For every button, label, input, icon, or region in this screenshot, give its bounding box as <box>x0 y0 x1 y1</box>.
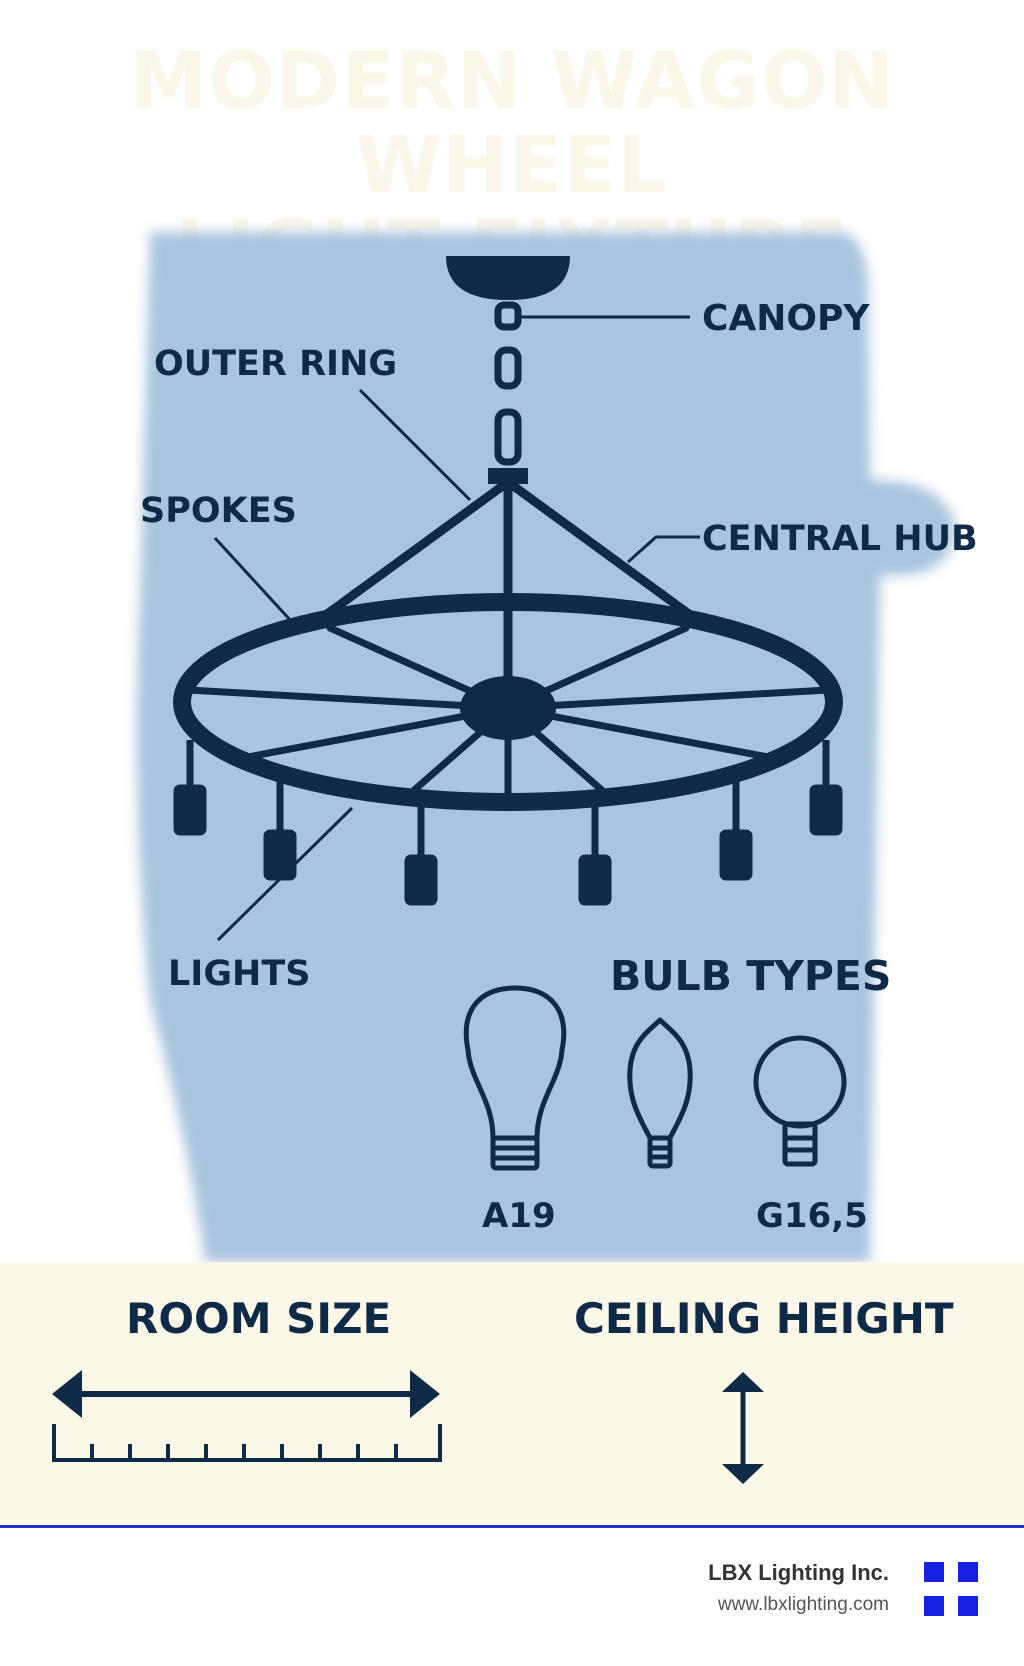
brand-name: LBX Lighting Inc. <box>708 1560 889 1585</box>
title-line-1: MODERN WAGON WHEEL <box>129 37 895 211</box>
lights <box>173 740 843 906</box>
room-size-label: ROOM SIZE <box>126 1294 392 1343</box>
bulb-types-heading: BULB TYPES <box>610 952 891 1000</box>
ceiling-height-arrow-icon <box>722 1372 764 1484</box>
diagram-background <box>136 232 955 1262</box>
brand-block: LBX Lighting Inc. www.lbxlighting.com <box>708 1560 889 1616</box>
label-central-hub: CENTRAL HUB <box>702 519 978 559</box>
ruler-icon <box>52 1424 442 1462</box>
brand-logo-icon <box>924 1562 980 1618</box>
sizing-band: ROOM SIZE CEILING HEIGHT <box>0 1262 1024 1524</box>
bulb-g16-icon <box>753 1035 847 1167</box>
leader-lines <box>213 315 700 942</box>
central-hub-shape <box>460 676 556 740</box>
label-lights: LIGHTS <box>168 954 310 994</box>
brand-url[interactable]: www.lbxlighting.com <box>717 1594 889 1615</box>
label-canopy: CANOPY <box>702 298 870 339</box>
ceiling-height-label: CEILING HEIGHT <box>574 1294 954 1343</box>
support-arms <box>307 477 709 695</box>
label-outer-ring: OUTER RING <box>154 344 397 384</box>
hub-cap <box>488 468 528 484</box>
footer-divider <box>0 1525 1024 1528</box>
bulb-label-g16: G16,5 <box>756 1196 868 1236</box>
sizing-graphics <box>52 1370 764 1484</box>
room-size-arrow-icon <box>52 1370 440 1418</box>
bulb-candle-icon <box>627 1017 693 1169</box>
label-spokes: SPOKES <box>140 491 297 531</box>
bulb-label-a19: A19 <box>482 1196 556 1236</box>
bulb-a19-icon <box>463 985 567 1171</box>
canopy-shape <box>446 256 570 300</box>
